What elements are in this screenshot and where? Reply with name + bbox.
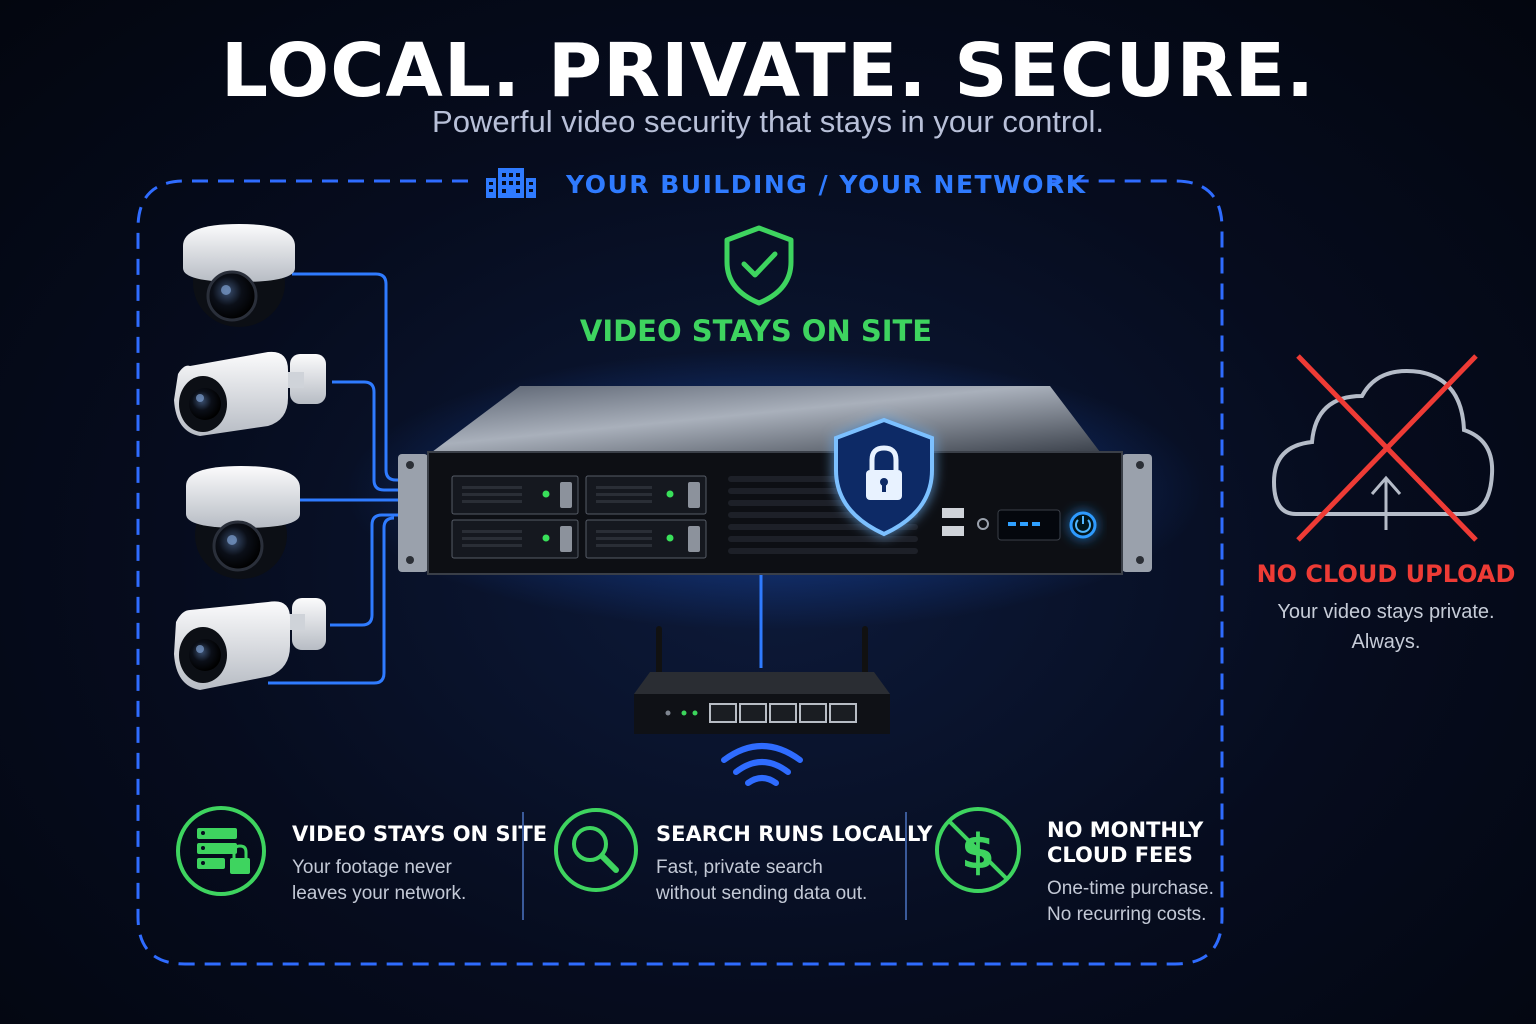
feature-search: SEARCH RUNS LOCALLY Fast, private search… <box>656 822 932 907</box>
feature-desc-line-2: No recurring costs. <box>1047 904 1207 925</box>
network-boundary <box>136 179 1224 966</box>
no-cloud-line-1: Your video stays private. <box>1277 601 1495 623</box>
feature-fees: NO MONTHLY CLOUD FEES One-time purchase.… <box>1047 818 1214 928</box>
feature-divider <box>905 812 907 920</box>
no-cloud-line-2: Always. <box>1351 631 1421 653</box>
feature-desc-line-1: Your footage never <box>292 857 452 878</box>
dome-camera-icon <box>186 466 300 579</box>
headline: LOCAL. PRIVATE. SECURE. <box>220 28 1316 114</box>
router-icon <box>634 626 890 734</box>
building-icon <box>486 168 536 198</box>
no-cloud-description: Your video stays private. Always. <box>1250 597 1522 657</box>
feature-desc-line-1: One-time purchase. <box>1047 878 1214 899</box>
search-icon <box>554 808 638 892</box>
server-lock-icon <box>176 806 266 896</box>
feature-desc-line-2: without sending data out. <box>656 883 868 904</box>
feature-desc-line-1: Fast, private search <box>656 857 823 878</box>
feature-onsite: VIDEO STAYS ON SITE Your footage never l… <box>292 822 547 907</box>
shield-lock-icon <box>834 417 934 537</box>
onsite-badge-title: VIDEO STAYS ON SITE <box>579 314 933 348</box>
subheadline: Powerful video security that stays in yo… <box>432 104 1104 139</box>
shield-check-icon <box>724 225 794 306</box>
cloud-crossed-icon <box>1271 354 1495 542</box>
network-label: YOUR BUILDING / YOUR NETWORK <box>566 170 1087 199</box>
feature-divider <box>522 812 524 920</box>
dome-camera-icon <box>183 224 295 327</box>
wifi-icon <box>721 743 803 786</box>
no-dollar-icon: $ <box>935 807 1021 893</box>
feature-title-line-1: NO MONTHLY <box>1047 818 1204 842</box>
feature-desc-line-2: leaves your network. <box>292 883 467 904</box>
feature-title-line-2: CLOUD FEES <box>1047 843 1193 867</box>
feature-title: VIDEO STAYS ON SITE <box>292 822 548 846</box>
server-icon <box>398 386 1152 575</box>
bullet-camera-icon <box>174 598 326 690</box>
no-cloud-title: NO CLOUD UPLOAD <box>1256 560 1516 588</box>
feature-title: SEARCH RUNS LOCALLY <box>656 822 933 846</box>
bullet-camera-icon <box>174 351 326 436</box>
